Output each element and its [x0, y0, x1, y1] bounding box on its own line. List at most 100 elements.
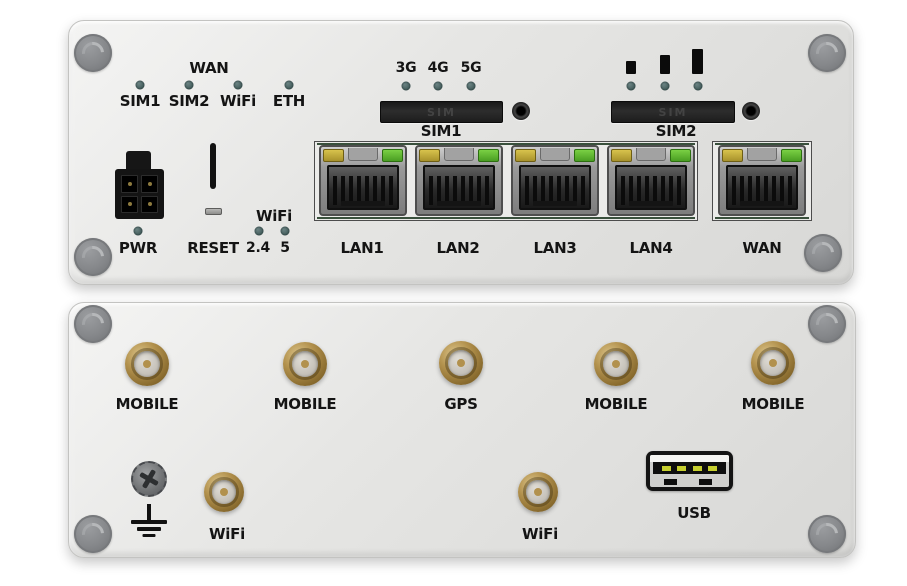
corner-screw-icon: [808, 34, 846, 72]
front-panel: WAN SIM1 SIM2 WiFi ETH PWR RESET WiFi 2.…: [68, 20, 854, 285]
wan-led-group-label: WAN: [189, 59, 229, 77]
lan2-port: [415, 145, 503, 216]
lan1-port-label: LAN1: [340, 239, 384, 257]
power-led: [133, 226, 143, 236]
wifi-band-group-label: WiFi: [256, 207, 292, 225]
wan-port: [718, 145, 806, 216]
rj45-cavity: [519, 165, 591, 210]
sim2-eject-button: [742, 102, 760, 120]
wifi-antenna-label-2: WiFi: [522, 525, 558, 543]
power-label: PWR: [118, 239, 158, 257]
wifi-status-led: [233, 80, 243, 90]
wifi-24-led: [254, 226, 264, 236]
ground-symbol-icon: [142, 534, 156, 537]
mobile-antenna-label-3: MOBILE: [584, 395, 648, 413]
lan1-activity-led: [323, 149, 344, 162]
reset-label: RESET: [187, 239, 239, 257]
sim1-eject-button: [512, 102, 530, 120]
rj45-latch-slot: [636, 148, 666, 161]
grounding-screw: [131, 461, 167, 497]
lan4-port: [607, 145, 695, 216]
wifi-5-label: 5: [280, 240, 290, 256]
rj45-latch-slot: [747, 148, 777, 161]
rj45-cavity: [726, 165, 798, 210]
signal-bar-medium-icon: [660, 55, 670, 74]
power-connector-latch: [126, 151, 151, 171]
signal-led-3: [693, 81, 703, 91]
wan-port-label: WAN: [742, 239, 782, 257]
power-pin: [121, 195, 138, 213]
eth-led-label: ETH: [272, 92, 306, 110]
signal-bar-small-icon: [626, 61, 636, 74]
lan2-port-label: LAN2: [436, 239, 480, 257]
sim1-slot: SIM: [380, 101, 503, 123]
wifi-led-label: WiFi: [220, 92, 256, 110]
mobile-antenna-label-2: MOBILE: [273, 395, 337, 413]
usb-port: [646, 451, 733, 491]
lan4-activity-led: [611, 149, 632, 162]
sim2-slot-label: SIM2: [655, 122, 697, 140]
corner-screw-icon: [74, 305, 112, 343]
reset-slot: [205, 208, 222, 215]
sim2-slot-text: SIM: [658, 105, 688, 119]
4g-led-label: 4G: [427, 60, 449, 76]
sim2-led-label: SIM2: [168, 92, 210, 110]
mobile-antenna-connector-1: [125, 342, 169, 386]
ground-symbol-icon: [131, 520, 167, 524]
lan3-port: [511, 145, 599, 216]
corner-screw-icon: [808, 515, 846, 553]
sim1-slot-text: SIM: [427, 105, 456, 119]
rj45-cavity: [615, 165, 687, 210]
usb-label: USB: [677, 504, 711, 522]
lan3-port-label: LAN3: [533, 239, 577, 257]
lan2-activity-led: [419, 149, 440, 162]
rj45-latch-slot: [540, 148, 570, 161]
reset-button: [210, 143, 216, 189]
power-connector: [115, 169, 164, 219]
corner-screw-icon: [74, 238, 112, 276]
rj45-cavity: [327, 165, 399, 210]
wan-port-block: [712, 141, 812, 221]
sim2-slot: SIM: [611, 101, 735, 123]
lan1-link-led: [382, 149, 403, 162]
lan4-link-led: [670, 149, 691, 162]
sim2-status-led: [184, 80, 194, 90]
wifi-antenna-connector-2: [518, 472, 558, 512]
gps-antenna-connector: [439, 341, 483, 385]
ground-symbol-icon: [147, 504, 151, 521]
3g-led: [401, 81, 411, 91]
sim1-slot-label: SIM1: [420, 122, 462, 140]
5g-led: [466, 81, 476, 91]
lan-port-block: [314, 141, 698, 221]
lan3-activity-led: [515, 149, 536, 162]
power-pin: [141, 195, 158, 213]
mobile-antenna-label-4: MOBILE: [741, 395, 805, 413]
rj45-cavity: [423, 165, 495, 210]
eth-status-led: [284, 80, 294, 90]
lan3-link-led: [574, 149, 595, 162]
wifi-5-led: [280, 226, 290, 236]
mobile-antenna-connector-2: [283, 342, 327, 386]
mobile-antenna-label-1: MOBILE: [115, 395, 179, 413]
usb-tongue: [653, 462, 726, 474]
corner-screw-icon: [808, 305, 846, 343]
sim1-status-led: [135, 80, 145, 90]
rj45-latch-slot: [348, 148, 378, 161]
sim1-led-label: SIM1: [119, 92, 161, 110]
ground-symbol-icon: [137, 527, 161, 531]
power-pin: [141, 175, 158, 193]
signal-bar-large-icon: [692, 49, 703, 74]
lan2-link-led: [478, 149, 499, 162]
lan1-port: [319, 145, 407, 216]
signal-led-1: [626, 81, 636, 91]
wifi-antenna-label-1: WiFi: [209, 525, 245, 543]
power-pin: [121, 175, 138, 193]
wan-link-led: [781, 149, 802, 162]
corner-screw-icon: [74, 34, 112, 72]
wifi-24-label: 2.4: [246, 240, 270, 256]
5g-led-label: 5G: [460, 60, 482, 76]
3g-led-label: 3G: [395, 60, 417, 76]
corner-screw-icon: [804, 234, 842, 272]
rj45-latch-slot: [444, 148, 474, 161]
